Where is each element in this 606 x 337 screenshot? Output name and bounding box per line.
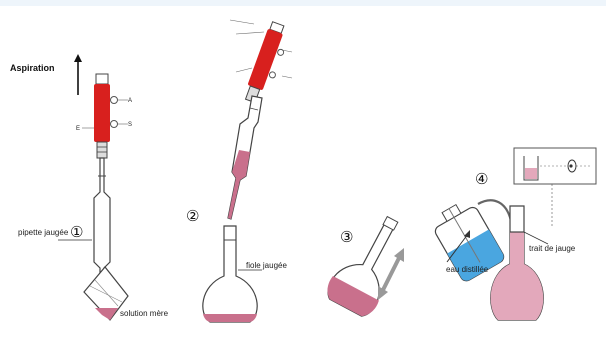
step-number-3: ③ — [340, 228, 353, 246]
pipette-label-text: pipette jaugée — [18, 228, 69, 237]
volumetric-flask-3 — [322, 207, 416, 320]
step-3: ③ — [322, 207, 416, 320]
step-number-4: ④ — [475, 170, 488, 188]
meniscus-zoom-inset — [514, 148, 596, 184]
pipette-filler-1: A S E — [76, 74, 132, 158]
solution-mere-label: solution mère — [120, 309, 169, 318]
pipette-filler-2 — [243, 21, 293, 106]
aspiration-arrowhead-icon — [74, 54, 82, 62]
flask-label: fiole jaugée — [246, 261, 287, 270]
shake-arrow-icon — [378, 248, 404, 300]
step-number-1: ① — [70, 223, 83, 241]
pipette-2 — [228, 96, 262, 219]
step-2: ② fiole jaugée — [186, 20, 292, 322]
svg-text:A: A — [128, 98, 132, 104]
pipette-label: pipette jaugée — [18, 228, 69, 237]
step-1: Aspiration A S E ① pipette jaugée — [10, 54, 169, 320]
mark-label-text: trait de jauge — [529, 244, 576, 253]
aspiration-label: Aspiration — [10, 63, 55, 73]
svg-text:E: E — [76, 126, 80, 132]
water-label: eau distillée — [446, 265, 489, 274]
mark-label: trait de jauge — [529, 244, 576, 253]
svg-text:S: S — [128, 122, 132, 128]
pipette-filler-body — [94, 84, 110, 142]
step-4: ④ eau distillée trait de — [428, 148, 596, 320]
pipette-filler-body-2 — [247, 29, 283, 91]
step-number-2: ② — [186, 207, 199, 225]
volumetric-flask-2 — [203, 226, 257, 322]
top-edge-strip — [0, 0, 606, 6]
